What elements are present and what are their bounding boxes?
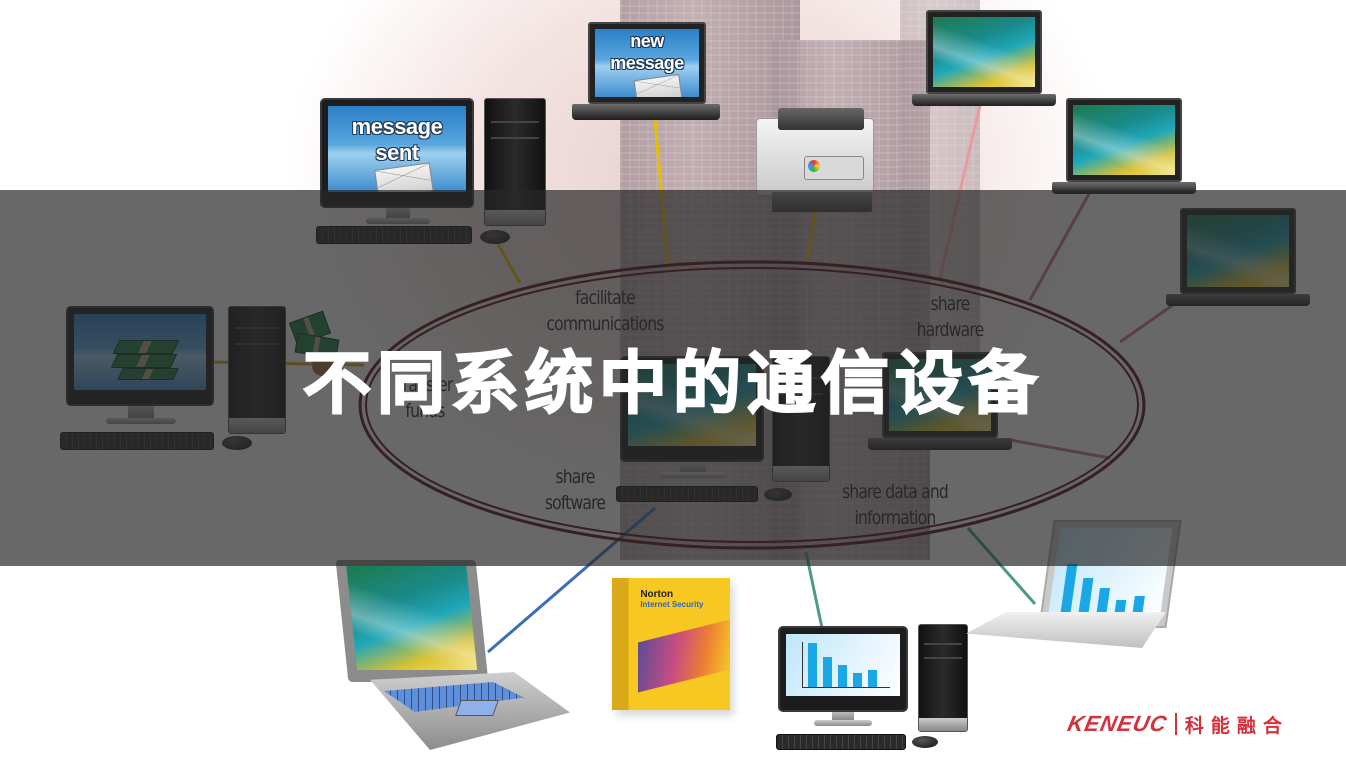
monitor: message sent [320, 98, 474, 208]
laptop-screen [1073, 105, 1175, 175]
laptop-screen: new message [595, 29, 699, 97]
screen-text: sent [375, 140, 419, 165]
laptop-chart [966, 516, 1182, 650]
envelope-icon [374, 162, 434, 192]
laptop-screen [933, 17, 1035, 87]
logo-chinese-name: 科能融合 [1184, 714, 1289, 737]
laptop-screen-frame [1066, 98, 1182, 182]
envelope-icon [633, 73, 683, 97]
monitor [778, 626, 908, 712]
brand-logo: KENEUC 科能融合 [1065, 710, 1289, 738]
laptop-top-right-2 [1052, 98, 1197, 196]
monitor-screen [786, 634, 900, 696]
logo-divider [1174, 713, 1177, 735]
laptop-keyboard-deck [572, 104, 720, 120]
keyboard [776, 734, 906, 750]
pc-tower [918, 624, 968, 732]
monitor-screen: message sent [328, 106, 466, 192]
laptop-screen-frame: new message [588, 22, 706, 104]
screen-text: message [610, 53, 684, 73]
laptop-keyboard-deck [966, 612, 1166, 648]
laptop-screen [346, 566, 478, 670]
touchpad [455, 700, 499, 716]
laptop-bottom-left [335, 560, 580, 760]
laptop-top-right-1 [912, 10, 1057, 108]
monitor-base [814, 720, 872, 726]
laptop-keyboard-deck [912, 94, 1056, 106]
monitor-stand [832, 712, 854, 722]
software-brand: Norton [640, 588, 674, 600]
laptop-new-message: new message [572, 22, 722, 124]
bar-chart-icon [808, 634, 898, 687]
software-box-art [637, 619, 730, 693]
software-box: Norton Internet Security [612, 578, 730, 710]
laptop-screen-frame [335, 560, 489, 682]
laptop-screen-frame [926, 10, 1042, 94]
software-product: Internet Security [640, 600, 704, 610]
page-title: 不同系统中的通信设备 [302, 344, 1043, 425]
logo-wordmark: KENEUC [1065, 711, 1170, 736]
desktop-chart [776, 624, 976, 754]
screen-text: message [351, 114, 443, 139]
mouse [912, 736, 938, 748]
title-overlay-band [0, 190, 1346, 566]
screen-text: new [630, 31, 664, 51]
